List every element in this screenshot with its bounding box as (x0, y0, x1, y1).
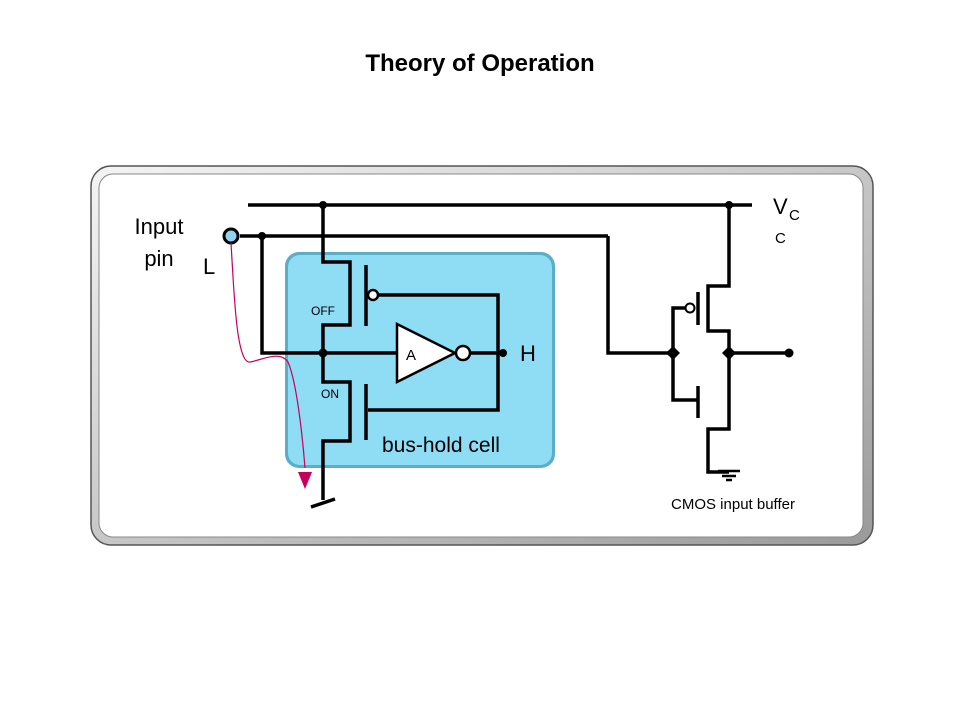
pmos-gate-bubble (366, 288, 380, 302)
inverter-label: A (406, 347, 416, 364)
vcc-label: V (773, 194, 788, 219)
input-pin-label-line1: Input (135, 214, 184, 239)
input-level-label: L (203, 254, 215, 279)
buffer-name-label: CMOS input buffer (671, 496, 795, 513)
junction-dots (258, 201, 794, 360)
wires (240, 203, 789, 509)
pmos-state-label: OFF (311, 304, 335, 318)
inverter-gate (395, 321, 472, 385)
input-pin-terminal (222, 227, 240, 245)
nmos-state-label: ON (321, 387, 339, 401)
hold-level-label: H (520, 341, 536, 366)
buffer-pmos-gate-bubble (684, 302, 696, 314)
input-pin-label-line2: pin (144, 246, 173, 271)
ground-icon (718, 469, 740, 482)
slide-title: Theory of Operation (365, 50, 595, 77)
cell-name-label: bus-hold cell (382, 434, 500, 457)
vcc-subscript-2: C (775, 230, 786, 247)
current-path-arrow (230, 242, 312, 489)
vcc-subscript-1: C (789, 207, 800, 224)
